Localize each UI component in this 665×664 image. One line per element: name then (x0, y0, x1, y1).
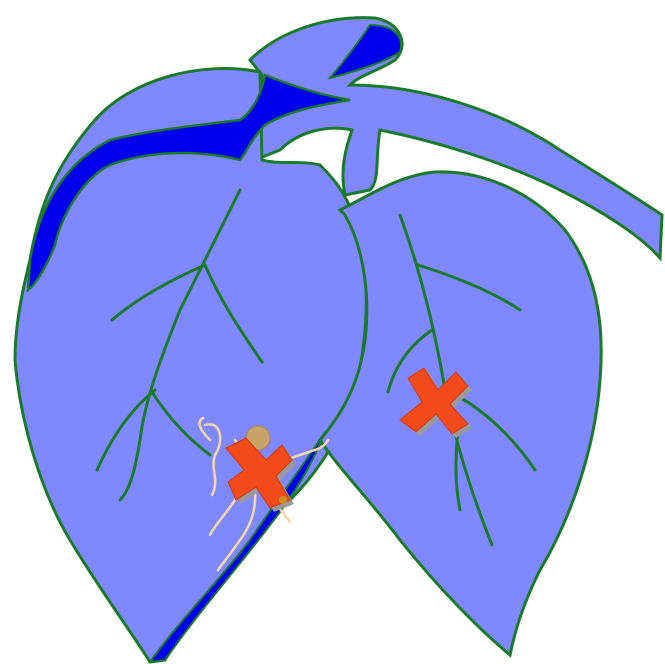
right-leaf (320, 172, 601, 655)
left-leaf (15, 69, 366, 662)
